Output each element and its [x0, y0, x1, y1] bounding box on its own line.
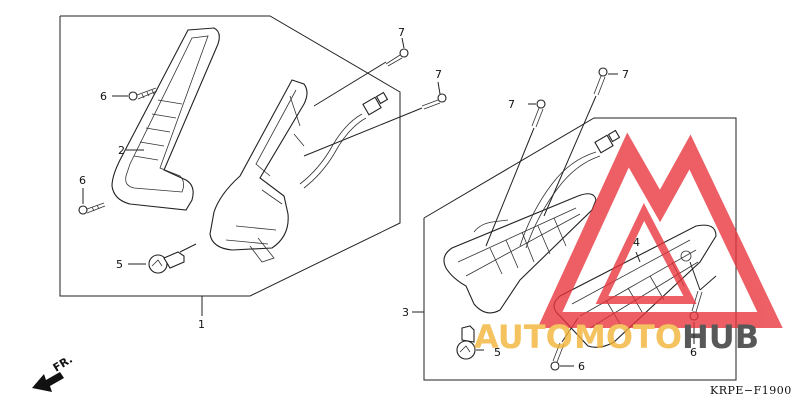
callout-6-left-lower: 6	[79, 174, 86, 187]
lens-part-2	[111, 27, 220, 211]
callout-7-left-b: 7	[435, 68, 442, 81]
watermark-word-moto: MOTO	[574, 318, 682, 356]
front-arrow-label: FR.	[51, 353, 75, 375]
housing-left	[209, 79, 389, 263]
bulb-5-left	[128, 243, 197, 274]
leader-4	[635, 251, 641, 263]
watermark-triangle-icon	[537, 132, 783, 328]
callout-7-right-a: 7	[508, 98, 515, 111]
callout-6-right-lower: 6	[578, 360, 585, 373]
screw-7-right-a	[485, 99, 546, 247]
callout-5-left: 5	[116, 258, 123, 271]
screw-6-left-lower	[78, 188, 106, 215]
callout-7-right-b: 7	[622, 68, 629, 81]
housing-right	[443, 129, 621, 314]
callout-6-left-upper: 6	[100, 90, 107, 103]
front-direction-arrow: FR.	[32, 353, 75, 392]
watermark-logo: AUTO MOTO HUB	[474, 132, 783, 356]
callout-3: 3	[402, 306, 409, 319]
watermark-word-hub: HUB	[682, 318, 759, 356]
screw-6-left-upper	[112, 87, 158, 101]
watermark-word-auto: AUTO	[474, 318, 573, 356]
callout-4: 4	[633, 236, 640, 249]
drawing-code: KRPE−F1900	[710, 384, 792, 397]
callout-5-right: 5	[494, 346, 501, 359]
screw-7-left-b	[303, 81, 447, 157]
screw-7-left-a	[313, 37, 409, 107]
callout-6-right-side: 6	[690, 346, 697, 359]
bulb-5-right	[456, 325, 484, 360]
callout-1: 1	[198, 318, 205, 331]
screw-7-right-b	[543, 67, 618, 217]
callout-2: 2	[118, 144, 125, 157]
callout-7-left-a: 7	[398, 26, 405, 39]
assembly-left-frame	[59, 15, 401, 297]
